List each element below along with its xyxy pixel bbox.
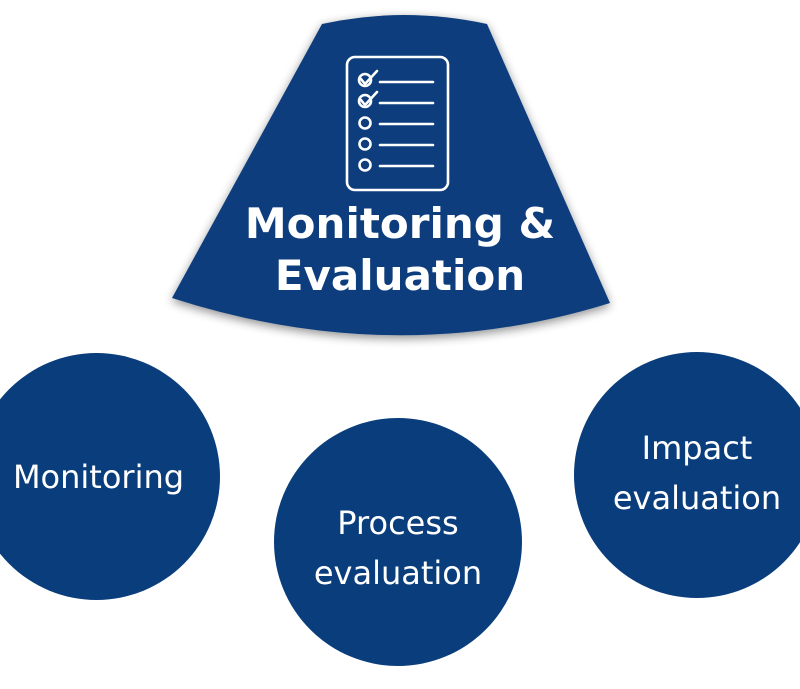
top-node-title: Monitoring & Evaluation	[200, 198, 600, 302]
node-monitoring: Monitoring	[0, 353, 220, 600]
checklist-icon	[345, 55, 450, 192]
node-process-evaluation: Process evaluation	[274, 418, 522, 666]
node-monitoring-label: Monitoring	[12, 457, 185, 496]
node-impact-label-line1: Impact	[641, 429, 753, 467]
top-node-title-line2: Evaluation	[274, 251, 526, 300]
node-process-label-line1: Process	[337, 504, 459, 542]
node-process-label-line2: evaluation	[313, 554, 483, 592]
top-node-title-line1: Monitoring &	[244, 199, 556, 248]
top-sector-fill	[172, 15, 610, 336]
node-impact-evaluation: Impact evaluation	[574, 352, 800, 598]
node-impact-label-line2: evaluation	[612, 479, 782, 517]
